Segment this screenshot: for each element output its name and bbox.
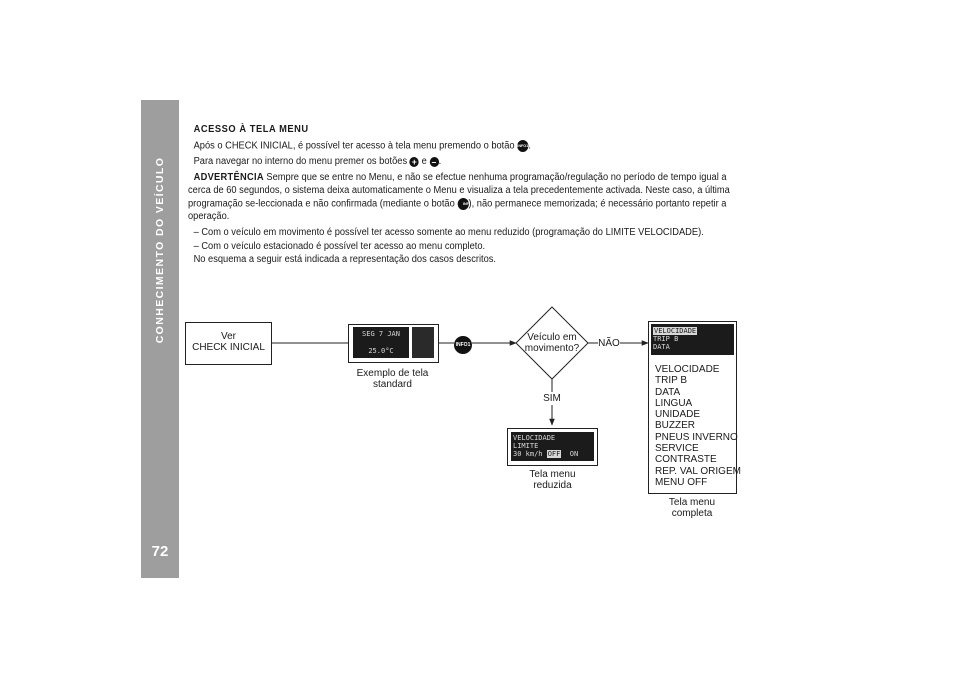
no-label: NÃO [598, 338, 620, 349]
bullet-moving: – Com o veículo em movimento é possível … [193, 226, 704, 238]
menu-item: TRIP B [655, 375, 688, 387]
yes-label: SIM [543, 393, 561, 404]
paragraph-navigate: Para navegar no interno do menu premer o… [193, 156, 442, 168]
paragraph-warning: ADVERTÊNCIA Sempre que se entre no Menu,… [188, 172, 730, 223]
paragraph-scheme: No esquema a seguir está indicada a repr… [193, 254, 497, 266]
menu-item: UNIDADE [655, 409, 701, 421]
standard-display-screen: SEG 7 JAN 25.0°C [353, 327, 409, 358]
minus-button-icon: – [429, 156, 439, 167]
body-text: ACESSO À TELA MENU Após o CHECK INICIAL,… [188, 124, 732, 270]
menu-item: PNEUS INVERNO [655, 431, 738, 443]
reduced-display-caption: Tela menu reduzida [529, 469, 576, 491]
info-button-icon: INFO1 [457, 197, 474, 210]
standard-display-side-panel [412, 327, 434, 358]
menu-item: VELOCIDADE [655, 364, 720, 375]
reduced-display-screen: VELOCIDADE LIMITE 30 km/h OFF ON [511, 432, 594, 461]
menu-item: LINGUA [655, 397, 693, 409]
menu-item: SERVICE [655, 443, 699, 455]
menu-item: DATA [655, 386, 681, 398]
sidebar-band: CONHECIMENTO DO VEÍCULO 72 [141, 100, 179, 578]
page-number: 72 [151, 543, 169, 560]
info-button-icon: INFO1 [454, 336, 472, 354]
decision-label: Veículo em movimento? [524, 332, 580, 354]
plus-button-icon: + [409, 156, 419, 167]
info-button-icon: INFO1 [517, 139, 529, 152]
standard-display-caption: Exemplo de tela standard [356, 368, 429, 390]
menu-item: CONTRASTE [655, 454, 717, 466]
menu-item: BUZZER [655, 420, 695, 432]
paragraph-access: Após o CHECK INICIAL, é possível ter ace… [193, 139, 531, 152]
full-menu-caption: Tela menu completa [668, 497, 716, 519]
check-initial-label: Ver CHECK INICIAL [192, 331, 265, 353]
section-heading: ACESSO À TELA MENU [193, 124, 309, 135]
warning-label: ADVERTÊNCIA [193, 172, 264, 184]
menu-item: REP. VAL ORIGEM [655, 465, 741, 477]
full-menu-list: VELOCIDADE TRIP B DATA LINGUA UNIDADE BU… [655, 364, 741, 488]
full-display-screen: VELOCIDADE TRIP B DATA [651, 324, 734, 355]
bullet-parked: – Com o veículo estacionado é possível t… [193, 240, 486, 252]
menu-item: MENU OFF [655, 476, 708, 488]
check-initial-box [185, 322, 272, 365]
